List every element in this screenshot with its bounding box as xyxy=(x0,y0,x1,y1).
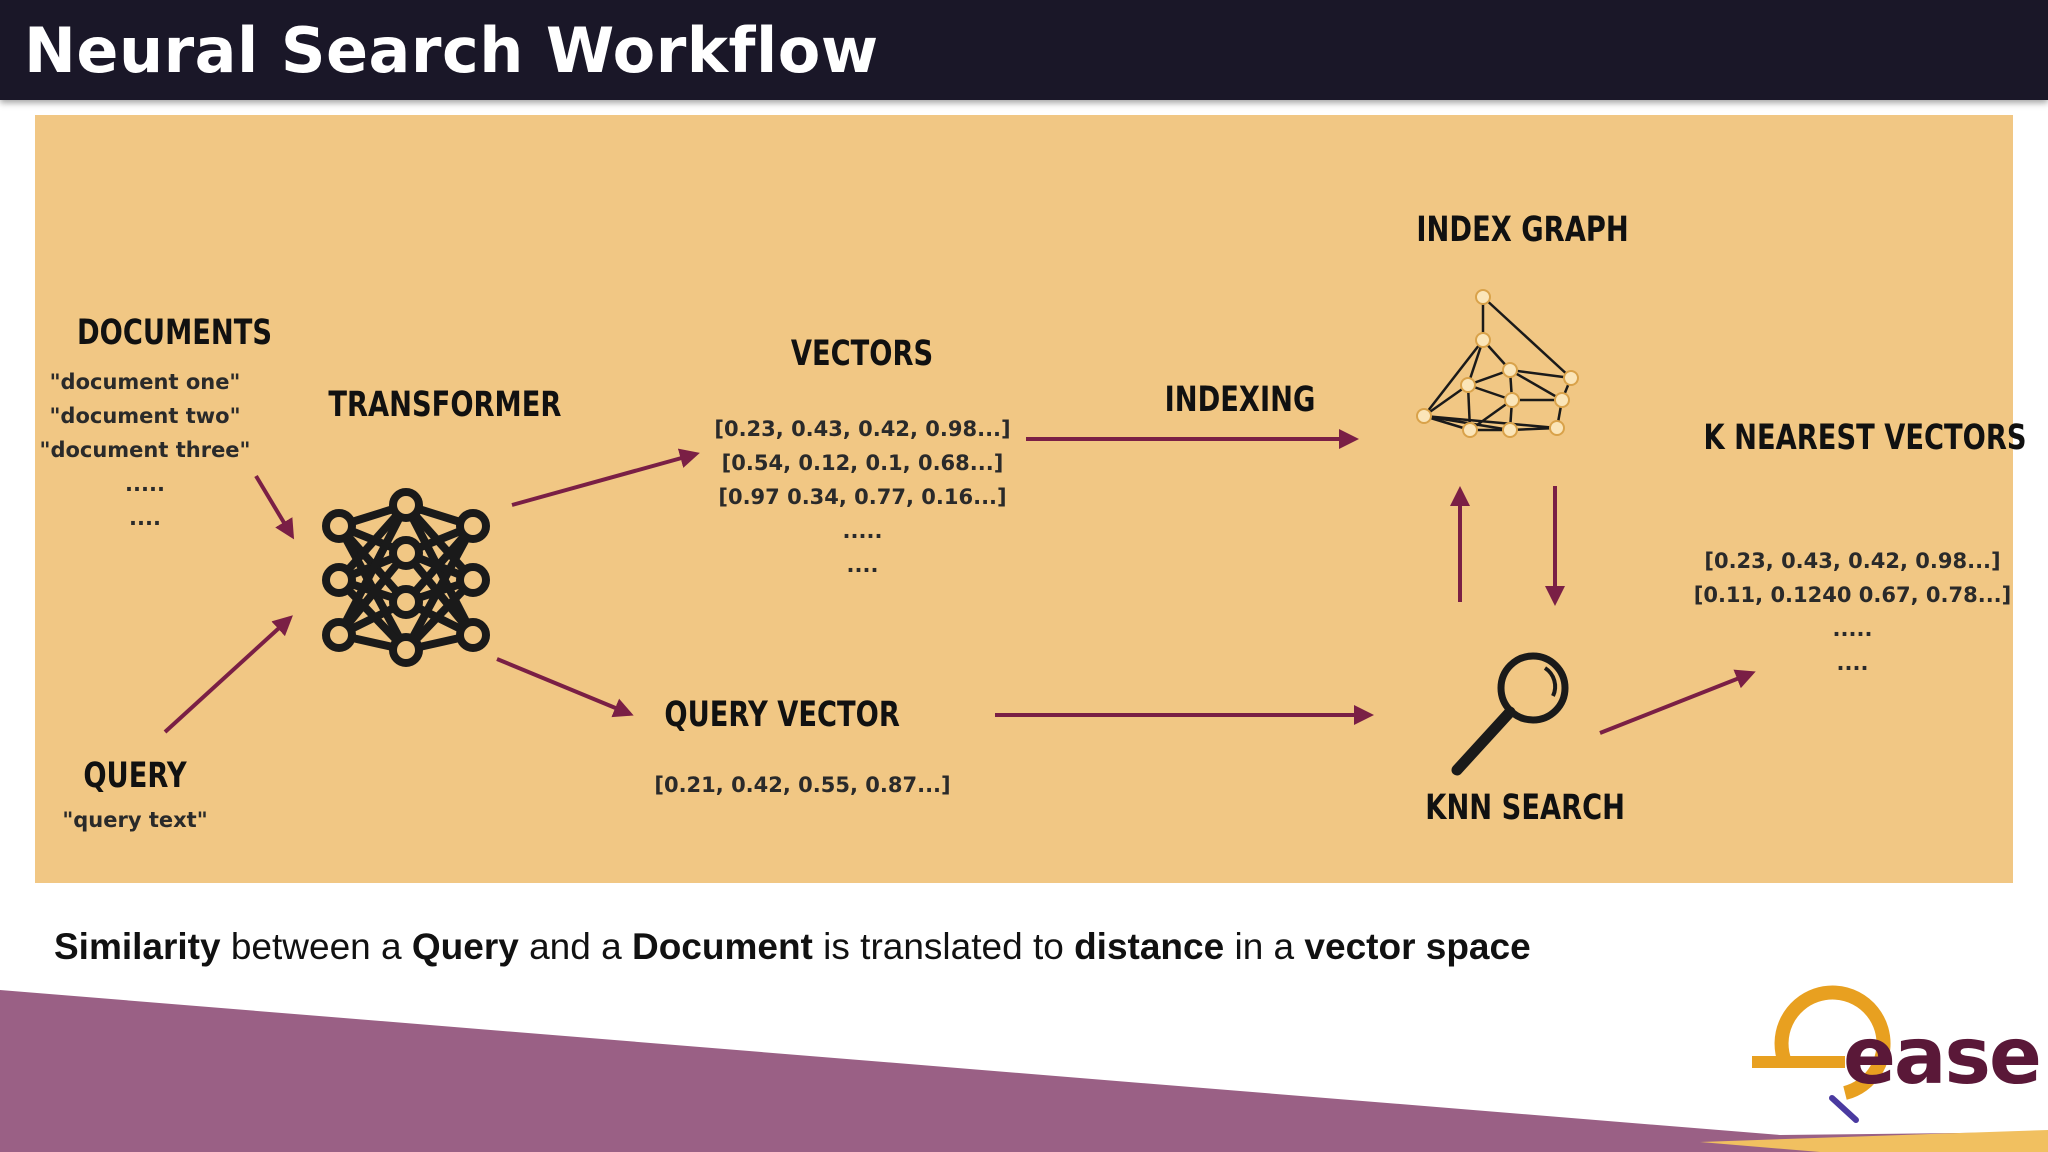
sease-logo-icon xyxy=(1752,985,1891,1123)
footer-purple-band xyxy=(0,990,2048,1152)
diagram-panel xyxy=(35,115,2013,883)
index-graph-label: INDEX GRAPH xyxy=(1416,210,1629,250)
list-item: "document two" xyxy=(49,404,241,428)
query-label: QUERY xyxy=(83,756,187,796)
list-item: [0.23, 0.43, 0.42, 0.98...] xyxy=(1704,549,2001,573)
list-item: .... xyxy=(846,553,879,577)
k-nearest-list: [0.23, 0.43, 0.42, 0.98...] [0.11, 0.124… xyxy=(1690,544,2015,680)
magnifier-icon xyxy=(1451,652,1569,776)
sease-logo-text: ease xyxy=(1843,1012,2042,1102)
title-bar: Neural Search Workflow xyxy=(0,0,2048,100)
list-item: [0.54, 0.12, 0.1, 0.68...] xyxy=(721,451,1004,475)
caption-part: and a xyxy=(518,926,632,967)
list-item: [0.11, 0.1240 0.67, 0.78...] xyxy=(1693,583,2012,607)
caption-part: vector space xyxy=(1304,926,1531,967)
query-text: "query text" xyxy=(62,808,208,832)
arrow-knn-to-results xyxy=(1599,669,1756,735)
list-item: "document three" xyxy=(39,438,251,462)
caption-part: Document xyxy=(631,926,813,967)
vectors-label: VECTORS xyxy=(790,334,934,374)
indexing-label: INDEXING xyxy=(1164,380,1316,420)
knn-search-label: KNN SEARCH xyxy=(1425,788,1626,828)
query-vector-label: QUERY VECTOR xyxy=(664,695,900,735)
list-item: ..... xyxy=(1832,617,1873,641)
caption-part: Similarity xyxy=(54,926,221,967)
documents-list: "document one" "document two" "document … xyxy=(35,365,255,535)
index-graph-icon xyxy=(1416,289,1579,438)
caption-part: in a xyxy=(1224,926,1305,967)
caption-part: distance xyxy=(1074,926,1225,967)
list-item: "document one" xyxy=(49,370,241,394)
k-nearest-label: K NEAREST VECTORS xyxy=(1703,418,2027,458)
arrow-transformer-to-vectors xyxy=(511,448,700,507)
list-item: [0.97 0.34, 0.77, 0.16...] xyxy=(718,485,1007,509)
list-item: .... xyxy=(129,506,161,530)
query-vector-value: [0.21, 0.42, 0.55, 0.87...] xyxy=(654,773,951,797)
arrow-query-to-transformer xyxy=(163,615,293,734)
vectors-list: [0.23, 0.43, 0.42, 0.98...] [0.54, 0.12,… xyxy=(700,412,1025,582)
arrow-transformer-to-query-vector xyxy=(496,657,634,718)
arrow-documents-to-transformer xyxy=(254,474,295,540)
neural-network-icon xyxy=(322,488,490,667)
list-item: [0.23, 0.43, 0.42, 0.98...] xyxy=(714,417,1011,441)
caption: Similarity between a Query and a Documen… xyxy=(54,926,1531,968)
footer-gold-stripe xyxy=(1700,1130,2048,1152)
documents-label: DOCUMENTS xyxy=(77,313,273,353)
list-item: ..... xyxy=(842,519,883,543)
page-title: Neural Search Workflow xyxy=(24,14,879,87)
caption-part: Query xyxy=(411,926,519,967)
caption-part: between a xyxy=(220,926,412,967)
list-item: ..... xyxy=(125,472,165,496)
transformer-label: TRANSFORMER xyxy=(328,385,562,425)
list-item: .... xyxy=(1836,651,1869,675)
caption-part: is translated to xyxy=(812,926,1075,967)
